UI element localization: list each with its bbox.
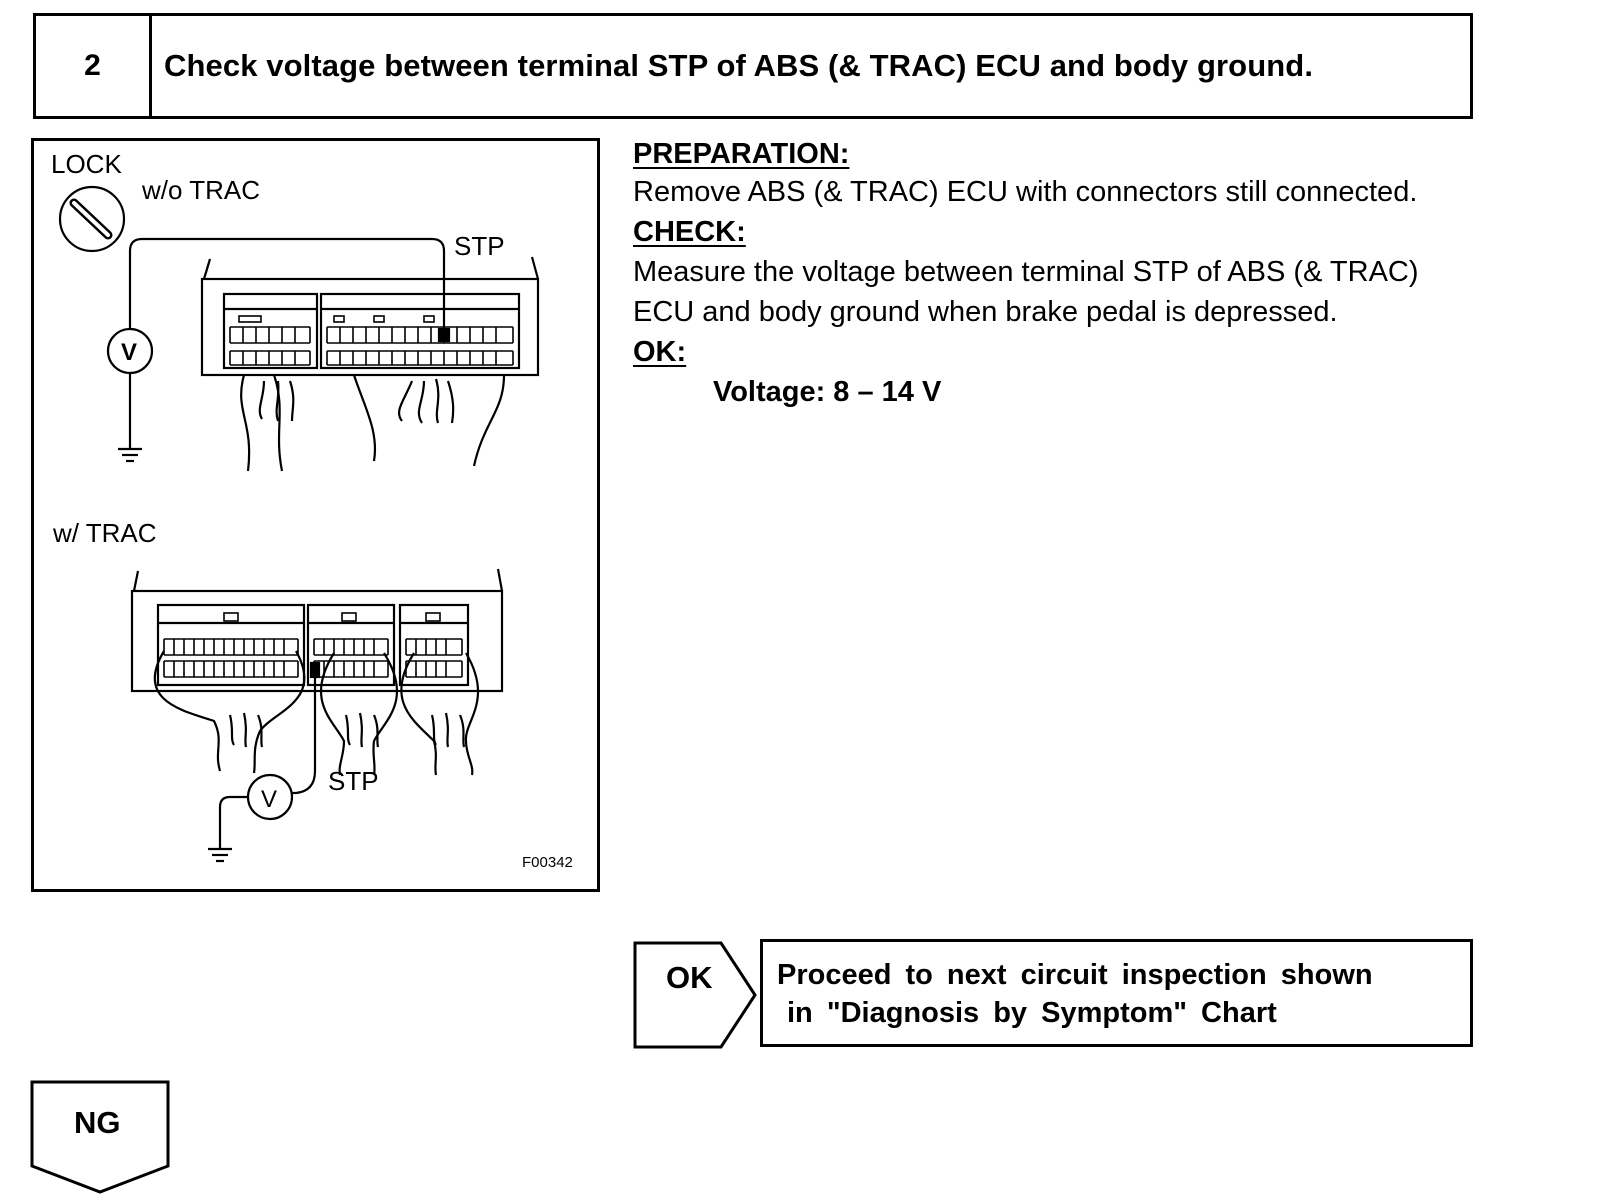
ignition-lock-icon: [58, 185, 126, 253]
step-title: Check voltage between terminal STP of AB…: [164, 48, 1314, 83]
ground-symbol-icon: [118, 447, 142, 463]
check-text-line2: ECU and body ground when brake pedal is …: [633, 296, 1338, 328]
ok-action-box: Proceed to next circuit inspection shown…: [760, 939, 1473, 1047]
check-heading: CHECK:: [633, 216, 746, 248]
figure-code: F00342: [522, 854, 573, 871]
ng-branch-label: NG: [74, 1105, 121, 1140]
stp-label-bottom: STP: [328, 766, 379, 796]
ok-action-line1: Proceed to next circuit inspection shown: [777, 959, 1373, 991]
ok-arrow-icon: [633, 941, 757, 1049]
step-header: 2 Check voltage between terminal STP of …: [33, 13, 1473, 119]
wiring-diagram-svg: LOCK w/o TRAC STP V w/ TRAC STP V F00342: [51, 149, 573, 871]
ok-branch-label: OK: [666, 960, 713, 995]
preparation-heading: PREPARATION:: [633, 138, 850, 170]
wo-trac-label: w/o TRAC: [141, 175, 260, 205]
ok-action-line2: in "Diagnosis by Symptom" Chart: [787, 997, 1277, 1029]
ng-arrow-icon: [30, 1080, 170, 1194]
check-text-line1: Measure the voltage between terminal STP…: [633, 256, 1419, 288]
step-number: 2: [36, 16, 152, 116]
w-trac-label: w/ TRAC: [52, 518, 157, 548]
ok-value: Voltage: 8 – 14 V: [713, 376, 942, 408]
ok-heading: OK:: [633, 336, 687, 368]
wiring-illustration: LOCK w/o TRAC STP V w/ TRAC STP V F00342: [31, 138, 600, 892]
lock-label: LOCK: [51, 149, 122, 179]
voltmeter-label-bottom: V: [261, 786, 277, 813]
voltmeter-label-top: V: [121, 339, 137, 366]
stp-label-top: STP: [454, 231, 505, 261]
preparation-text: Remove ABS (& TRAC) ECU with connectors …: [633, 176, 1418, 208]
